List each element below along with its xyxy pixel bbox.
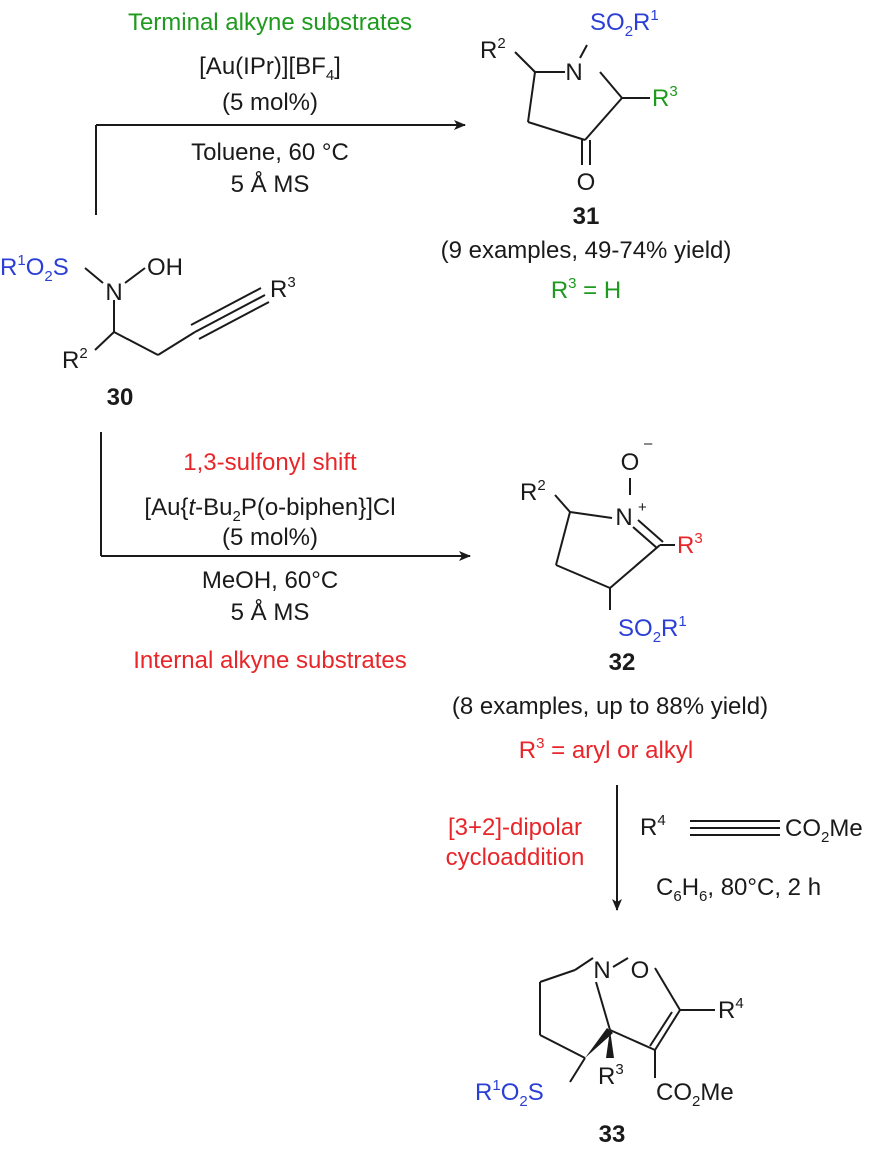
cycloaddition-conditions: C6H6, 80°C, 2 h [656,874,821,905]
product31-nitrogen: N [565,59,582,86]
bottom-catalyst: [Au{t-Bu2P(o-biphen}]Cl [144,494,395,525]
product-31: SO2R1 N R2 R3 O 31 (9 examples, 49-74% y… [441,7,732,304]
product33-r4: R4 [718,995,744,1024]
product33-r3: R3 [598,1061,624,1090]
top-solvent: Toluene, 60 °C [191,139,349,166]
bottom-loading: (5 mol%) [222,524,318,551]
product32-r3: R3 [677,530,703,559]
product-32: O – N + R2 R3 SO2R1 32 (8 examples, up t… [452,435,768,764]
product32-nitrogen: N [615,504,632,531]
top-loading: (5 mol%) [222,89,318,116]
substrate-nitrogen: N [105,279,122,306]
bottom-additive: 5 Å MS [231,598,310,626]
product33-number: 33 [599,1121,626,1148]
product31-scope: (9 examples, 49-74% yield) [441,237,732,264]
product33-oxygen: O [631,957,650,984]
product33-sulfonyl: R1O2S [475,1077,544,1110]
product31-r3-condition: R3 = H [551,275,621,304]
substrate-number: 30 [107,384,134,411]
product33-ester: CO2Me [656,1079,734,1110]
product-33: N O R4 R3 CO2Me R1O2S 33 [475,957,744,1148]
reagent-ester: CO2Me [785,815,863,846]
bottom-reaction: 1,3-sulfonyl shift [Au{t-Bu2P(o-biphen}]… [100,432,471,674]
sulfonyl-shift-label: 1,3-sulfonyl shift [183,449,357,476]
terminal-substrate-label: Terminal alkyne substrates [128,9,412,36]
product32-oxygen: O [621,449,640,476]
internal-substrate-label: Internal alkyne substrates [133,647,406,674]
product31-r3: R3 [652,83,678,112]
cycloaddition-label-1: [3+2]-dipolar [448,814,582,841]
product32-r2: R2 [520,477,546,506]
product33-nitrogen: N [593,957,610,984]
substrate-r3: R3 [270,274,296,303]
reagent-r4: R4 [640,812,666,841]
substrate-30: R1O2S N OH R2 R3 30 [0,252,296,411]
product32-plus: + [638,499,647,516]
product31-number: 31 [573,203,600,230]
substrate-hydroxyl: OH [147,254,183,281]
product31-r2: R2 [480,35,506,64]
product32-so2r1: SO2R1 [618,613,687,646]
product32-minus: – [644,435,653,452]
product32-r3-condition: R3 = aryl or alkyl [519,735,693,764]
substrate-sulfonyl: R1O2S [0,252,69,285]
substrate-r2: R2 [62,345,88,374]
top-additive: 5 Å MS [231,170,310,198]
product32-number: 32 [609,649,636,676]
cycloaddition-label-2: cycloaddition [446,844,585,871]
top-reaction: Terminal alkyne substrates [Au(IPr)][BF4… [95,9,466,215]
cycloaddition-step: [3+2]-dipolar cycloaddition R4 CO2Me C6H… [446,785,863,911]
top-catalyst: [Au(IPr)][BF4] [199,53,341,84]
product31-so2r1: SO2R1 [590,7,659,40]
product32-scope: (8 examples, up to 88% yield) [452,693,768,720]
product31-oxygen: O [577,169,596,196]
bottom-solvent: MeOH, 60°C [202,567,338,594]
